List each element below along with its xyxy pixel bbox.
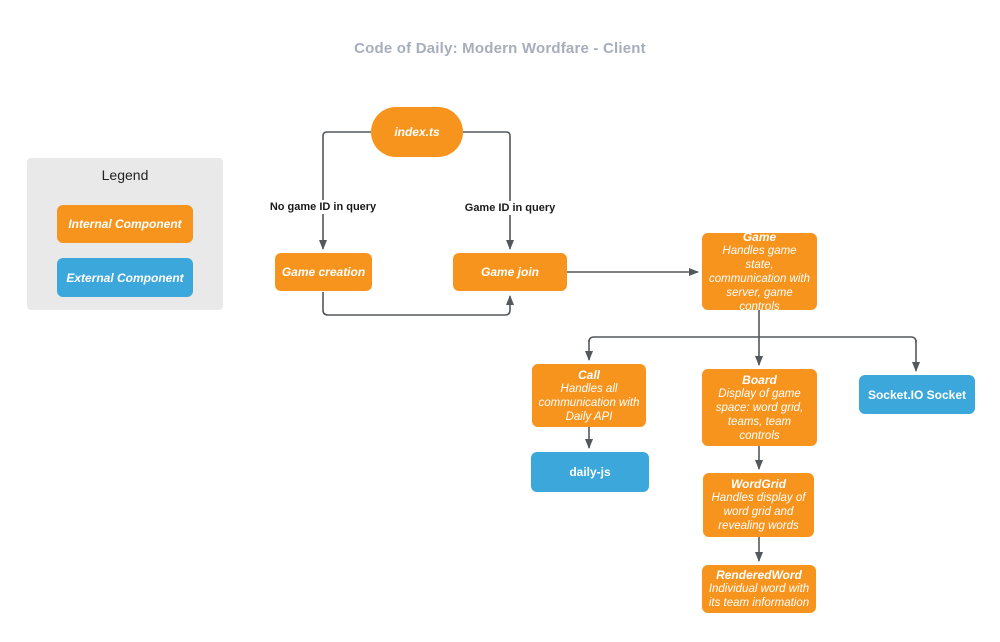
legend-item-label: External Component	[66, 270, 184, 285]
edge-label-game-id: Game ID in query	[461, 201, 559, 215]
node-title: Board	[742, 372, 777, 387]
node-socket-io-socket[interactable]: Socket.IO Socket	[859, 375, 975, 414]
node-label: Socket.IO Socket	[867, 387, 967, 402]
node-wordgrid[interactable]: WordGrid Handles display of word grid an…	[703, 473, 814, 537]
node-description: Handles display of word grid and reveali…	[711, 492, 806, 532]
node-description: Handles game state, communication with s…	[709, 244, 810, 313]
legend-item-internal-component[interactable]: Internal Component	[57, 205, 193, 243]
legend-panel: Legend Internal Component External Compo…	[27, 158, 223, 310]
node-title: WordGrid	[730, 477, 787, 491]
legend-item-label: Internal Component	[68, 217, 182, 231]
diagram-title: Code of Daily: Modern Wordfare - Client	[354, 40, 646, 57]
node-label: Game creation	[281, 265, 366, 279]
node-daily-js[interactable]: daily-js	[531, 452, 649, 492]
node-label: daily-js	[569, 465, 611, 479]
legend-item-external-component[interactable]: External Component	[57, 258, 193, 297]
node-board[interactable]: Board Display of game space: word grid, …	[702, 369, 817, 446]
node-game[interactable]: Game Handles game state, communication w…	[702, 229, 817, 313]
node-description: Display of game space: word grid, teams,…	[715, 387, 804, 442]
edge-indexts-gamecreation	[319, 131, 371, 250]
edge-branch-bar	[588, 336, 917, 343]
node-game-join[interactable]: Game join	[453, 253, 567, 291]
node-game-creation[interactable]: Game creation	[275, 253, 372, 291]
node-label: Game join	[480, 265, 539, 279]
node-label: index.ts	[394, 125, 440, 139]
edge-gamecreation-gamejoin-loop	[322, 292, 514, 316]
node-title: Call	[577, 367, 600, 382]
node-description: Handles all communication with Daily API	[538, 382, 640, 423]
edge-label-no-game-id: No game ID in query	[266, 200, 380, 214]
node-description: Individual word with its team informatio…	[708, 583, 810, 609]
node-title: Game	[742, 229, 777, 244]
legend-title: Legend	[101, 167, 149, 183]
edge-indexts-gamejoin	[463, 131, 514, 250]
node-title: RenderedWord	[716, 568, 802, 582]
node-call[interactable]: Call Handles all communication with Dail…	[532, 364, 646, 427]
node-index-ts[interactable]: index.ts	[371, 107, 463, 157]
node-renderedword[interactable]: RenderedWord Individual word with its te…	[702, 565, 816, 613]
